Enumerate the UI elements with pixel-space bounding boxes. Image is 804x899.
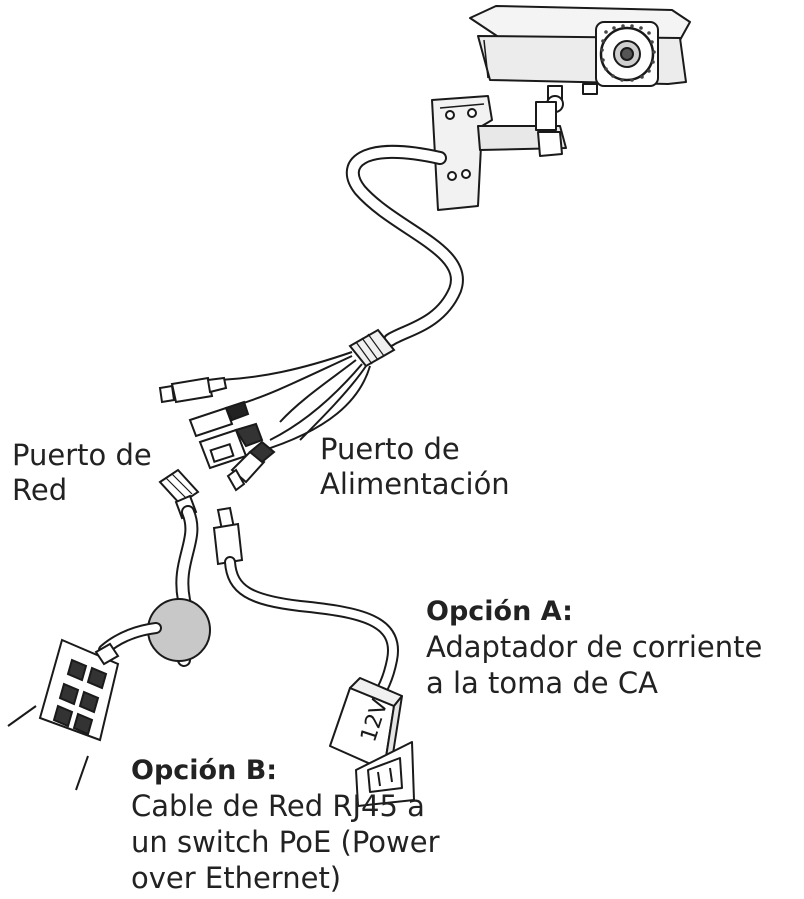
option-b-description-line-2: un switch PoE (Power [131,825,440,859]
option-a-description-line-1: Adaptador de corriente [426,630,763,664]
power-port-label-line-2: Alimentación [320,467,510,501]
bullet-camera [469,5,691,113]
cable-splitter [348,328,396,368]
option-b-description: Cable de Red RJ45 a un switch PoE (Power… [131,788,440,896]
power-plug [212,506,244,566]
option-b-title: Opción B: [131,755,278,786]
network-port-label-line-1: Puerto de [12,438,152,472]
wall-bracket [431,95,567,211]
power-port-label-line-1: Puerto de [320,432,460,466]
breakout-connectors [158,376,276,492]
option-a-description-line-2: a la toma de CA [426,666,658,700]
poe-switch [7,638,120,791]
network-port-label-line-2: Red [12,473,68,507]
network-port-label: Puerto de Red [12,438,152,508]
option-a-description: Adaptador de corriente a la toma de CA [426,629,762,701]
power-port-label: Puerto de Alimentación [320,432,510,502]
breakout-cables [219,351,371,453]
option-b-description-line-1: Cable de Red RJ45 a [131,789,425,823]
option-b-description-line-3: over Ethernet) [131,861,342,895]
power-adapter: 12V [329,677,415,807]
option-a-title: Opción A: [426,596,573,627]
